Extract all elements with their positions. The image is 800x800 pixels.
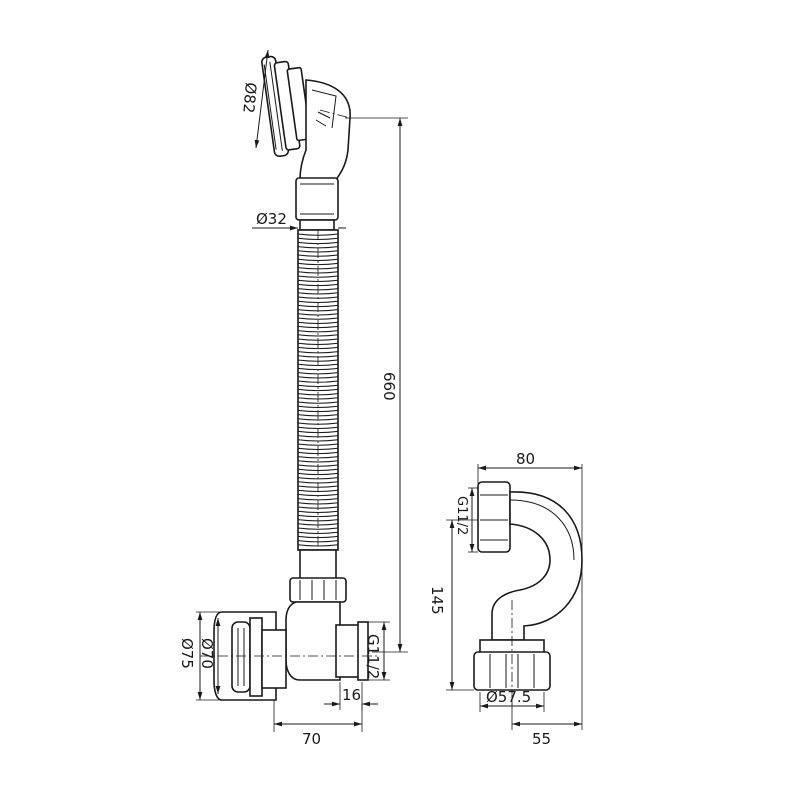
hose-rib bbox=[297, 405, 339, 408]
hose-rib bbox=[297, 388, 339, 392]
hose-rib bbox=[297, 418, 339, 421]
label-trap-width: 80 bbox=[516, 450, 535, 468]
hose-rib bbox=[297, 292, 339, 295]
label-outlet-width: 70 bbox=[302, 730, 321, 748]
label-overflow-diameter: Ø82 bbox=[239, 82, 260, 114]
label-trap-height: 145 bbox=[428, 586, 446, 615]
hose-rib bbox=[297, 531, 339, 534]
hose-rib bbox=[297, 498, 339, 501]
hose-rib bbox=[297, 401, 339, 404]
hose-rib bbox=[297, 460, 339, 463]
hose-rib bbox=[297, 510, 339, 513]
corrugated-hose bbox=[297, 229, 339, 551]
dimension-lines bbox=[196, 49, 583, 732]
label-outlet-thread: G11/2 bbox=[364, 634, 382, 679]
hose-rib bbox=[297, 514, 339, 518]
hose-rib bbox=[297, 262, 339, 266]
hose-rib bbox=[297, 246, 339, 249]
hose-rib bbox=[297, 372, 339, 375]
label-trap-offset: 55 bbox=[532, 730, 551, 748]
hose-rib bbox=[297, 258, 339, 261]
label-trap-outlet-diameter: Ø57.5 bbox=[486, 688, 531, 706]
bottle-trap bbox=[473, 481, 583, 705]
hose-rib bbox=[297, 443, 339, 446]
label-hose-diameter: Ø32 bbox=[256, 210, 287, 228]
overflow-assembly bbox=[261, 55, 351, 231]
hose-rib bbox=[297, 275, 339, 278]
waste-body bbox=[200, 549, 380, 701]
hose-rib bbox=[297, 456, 339, 459]
hose-rib bbox=[297, 346, 339, 350]
hose-rib bbox=[297, 334, 339, 337]
hose-rib bbox=[297, 527, 339, 530]
hose-rib bbox=[297, 472, 339, 476]
hose-rib bbox=[297, 544, 339, 547]
label-outlet-inner-diameter: Ø70 bbox=[198, 638, 216, 669]
label-trap-inlet-thread: G11/2 bbox=[454, 496, 469, 535]
hose-rib bbox=[297, 330, 339, 333]
hose-rib bbox=[297, 384, 339, 387]
hose-rib bbox=[297, 317, 339, 320]
label-outlet-outer-diameter: Ø75 bbox=[178, 638, 196, 669]
label-total-height: 660 bbox=[380, 372, 398, 401]
hose-rib bbox=[297, 279, 339, 282]
label-thread-length: 16 bbox=[342, 686, 361, 704]
dimension-labels: Ø82 Ø32 660 Ø75 Ø70 G11/2 16 70 80 G11/2… bbox=[178, 82, 551, 748]
